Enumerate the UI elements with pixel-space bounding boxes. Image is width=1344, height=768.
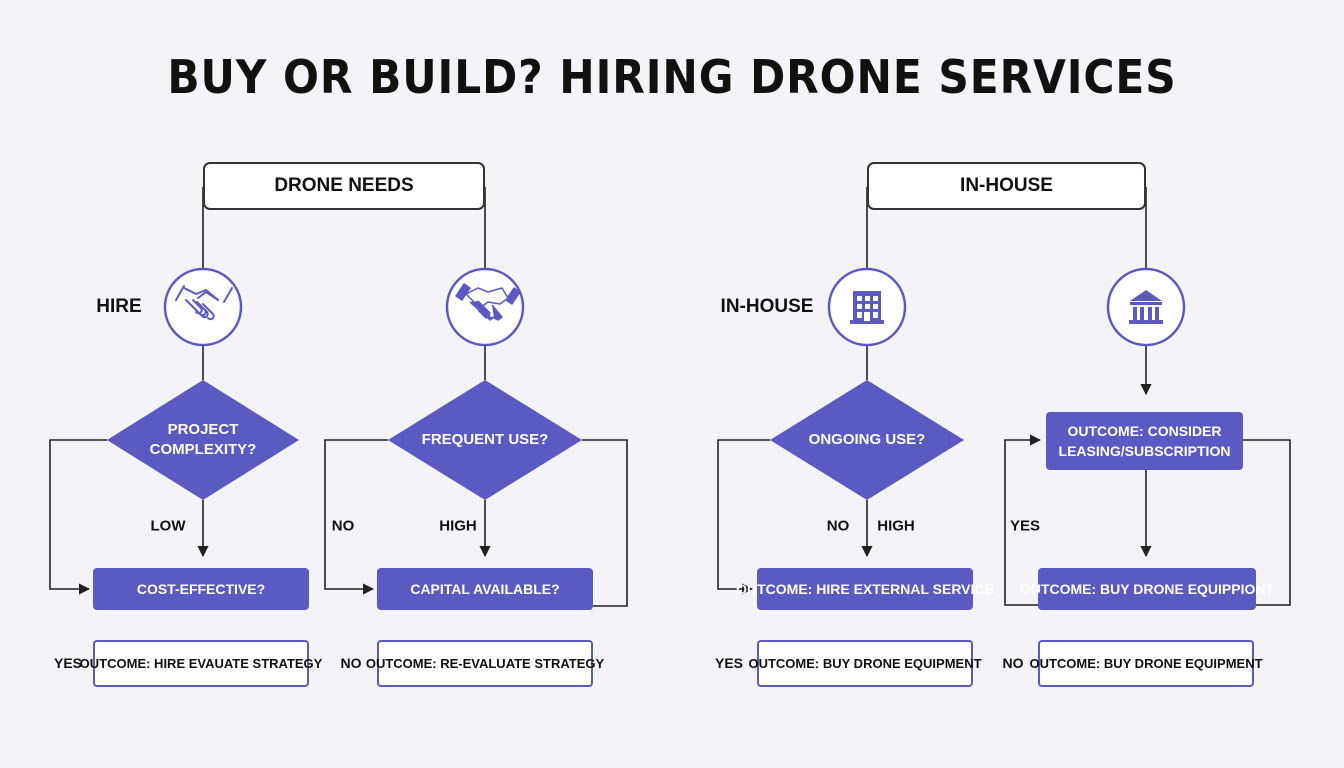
leasing-text-line: LEASING/SUBSCRIPTION xyxy=(1058,443,1231,459)
decision-text-line: PROJECT xyxy=(167,421,239,438)
side-label-hire: HIRE xyxy=(96,296,142,317)
loop-ongoing xyxy=(717,439,770,595)
handshake-icon xyxy=(455,283,521,321)
decision-frequent-use-text: FREQUENT USE? xyxy=(421,431,549,448)
decision-ongoing-use xyxy=(770,380,964,500)
decision-project-complexity-text: PROJECT COMPLEXITY? xyxy=(150,420,257,460)
edge-label-no: NO xyxy=(331,517,355,535)
icon-circle xyxy=(1106,267,1186,347)
page-title: BUY OR BUILD? HIRING DRONE SERVICES xyxy=(167,50,1177,104)
label-no: NO xyxy=(1002,655,1024,671)
edge-label-high: HIGH xyxy=(877,517,915,535)
loop-frequent-no xyxy=(324,439,388,595)
label-yes: YES xyxy=(53,655,83,671)
decision-frequent-use xyxy=(388,380,582,500)
side-label-in-house: IN-HOUSE xyxy=(720,296,814,317)
box-hire-external: OUTCOME: HIRE EXTERNAL SERVICE xyxy=(736,568,994,610)
building-icon xyxy=(850,291,884,324)
decision-ongoing-use-text: ONGOING USE? xyxy=(808,431,926,448)
loop-frequent-right xyxy=(582,439,628,607)
leasing-text-line: OUTCOME: CONSIDER xyxy=(1067,423,1222,439)
edge-label-no: NO xyxy=(826,517,850,535)
edge-label-yes: YES xyxy=(1009,517,1041,535)
outcome-buy-drone-1: OUTCOME: BUY DRONE EQUIPMENT xyxy=(748,640,982,687)
header-drone-needs: DRONE NEEDS xyxy=(203,162,485,210)
header-in-house: IN-HOUSE xyxy=(867,162,1146,210)
handshake-icon xyxy=(175,285,233,321)
decision-text-line: COMPLEXITY? xyxy=(149,441,257,458)
leasing-text: OUTCOME: CONSIDER LEASING/SUBSCRIPTION xyxy=(1059,421,1231,461)
edge-label-high: HIGH xyxy=(439,517,477,535)
box-capital-available: CAPITAL AVAILABLE? xyxy=(377,568,593,610)
loop-yes xyxy=(1004,434,1042,606)
label-no: NO xyxy=(340,655,362,671)
label-yes: YES xyxy=(714,655,744,671)
box-consider-leasing: OUTCOME: CONSIDER LEASING/SUBSCRIPTION xyxy=(1046,412,1243,470)
loop-complexity xyxy=(49,439,107,595)
outcome-buy-drone-2: OUTCOME: BUY DRONE EQUIPMENT xyxy=(1029,640,1263,687)
loop-right xyxy=(1242,439,1291,606)
outcome-re-evaluate: OUTCOME: RE-EVALUATE STRATEGY xyxy=(366,640,604,687)
edge-label-low: LOW xyxy=(150,517,186,535)
decision-project-complexity xyxy=(107,380,299,500)
box-cost-effective: COST-EFFECTIVE? xyxy=(93,568,309,610)
box-buy-drone: OUTCOME: BUY DRONE EQUIPPIONT xyxy=(1020,568,1274,610)
bank-icon xyxy=(1129,290,1163,324)
outcome-hire-evaluate: OUTCOME: HIRE EVAUATE STRATEGY xyxy=(80,640,322,687)
